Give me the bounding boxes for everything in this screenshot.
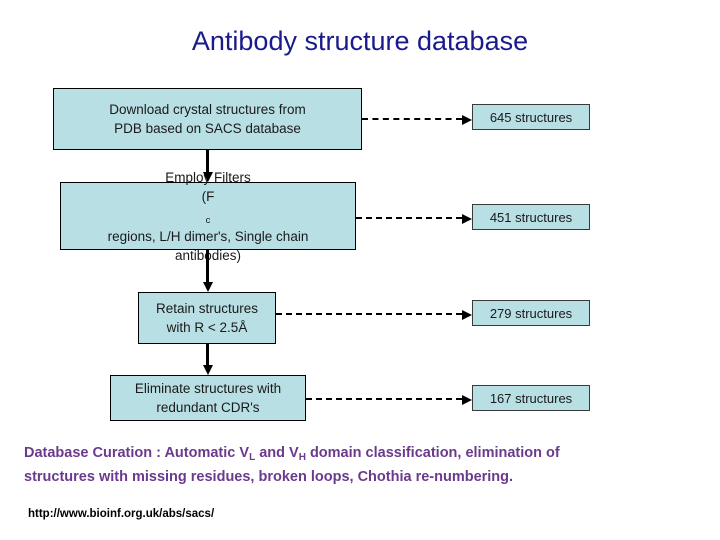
flow-arrow-down-2-icon xyxy=(206,250,209,283)
process-box-download-line1: Download crystal structures from xyxy=(109,102,306,117)
filters-text-post: regions, L/H dimer's, Single chain xyxy=(107,228,309,244)
process-box-filters-line2: (F c regions, L/H dimer's, Single chain xyxy=(100,187,317,246)
process-box-download-line2: PDB based on SACS database xyxy=(114,121,301,136)
count-box-filters: 451 structures xyxy=(472,204,590,230)
process-box-redundancy: Eliminate structures with redundant CDR'… xyxy=(110,375,306,421)
filters-subscript-c: c xyxy=(205,214,211,226)
count-box-redundancy: 167 structures xyxy=(472,385,590,411)
process-box-resolution-line1: Retain structures xyxy=(155,301,259,316)
caption-subscript-l: L xyxy=(249,452,256,463)
dashed-connector-4-icon xyxy=(306,394,472,405)
caption-part1: Database Curation : Automatic V xyxy=(24,445,250,461)
caption-part3: domain classification, elimination of xyxy=(305,445,560,461)
caption-line2: structures with missing residues, broken… xyxy=(24,469,514,485)
flow-arrow-down-1-icon xyxy=(206,150,209,173)
count-box-download: 645 structures xyxy=(472,104,590,130)
process-box-download: Download crystal structures from PDB bas… xyxy=(53,88,362,150)
caption-subscript-h: H xyxy=(298,452,306,463)
dashed-connector-3-icon xyxy=(276,309,472,320)
process-box-resolution-line2: with R < 2.5Å xyxy=(166,320,248,335)
dashed-connector-2-icon xyxy=(356,213,472,224)
database-url[interactable]: http://www.bioinf.org.uk/abs/sacs/ xyxy=(28,508,215,520)
filters-text-pre: (F xyxy=(201,188,215,204)
process-box-resolution: Retain structures with R < 2.5Å xyxy=(138,292,276,344)
page-title: Antibody structure database xyxy=(191,26,529,56)
flow-arrow-down-3-icon xyxy=(206,344,209,366)
curation-caption: Database Curation : Automatic VL and VH … xyxy=(24,442,700,489)
process-box-redundancy-line2: redundant CDR's xyxy=(156,400,260,415)
caption-part2: and V xyxy=(255,445,299,461)
count-box-resolution: 279 structures xyxy=(472,300,590,326)
dashed-connector-1-icon xyxy=(362,114,472,125)
process-box-redundancy-line1: Eliminate structures with xyxy=(134,381,282,396)
